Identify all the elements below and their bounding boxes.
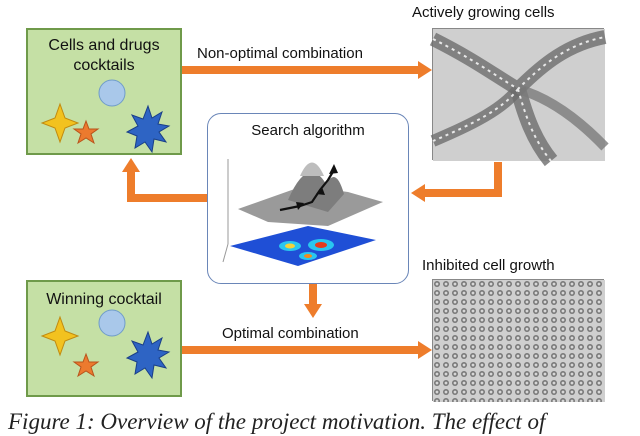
- optimal-label: Optimal combination: [222, 325, 359, 342]
- drug-shapes-bottom: [40, 309, 171, 380]
- heatmap-plane: [230, 226, 376, 266]
- cocktail-box-bottom: Winning cocktail: [26, 280, 182, 397]
- search-path: [279, 169, 335, 212]
- orange-star-icon: [72, 119, 100, 145]
- figure-caption: Figure 1: Overview of the project motiva…: [8, 409, 546, 434]
- arrow-head-left-search: [411, 184, 425, 202]
- search-algorithm-title: Search algorithm: [251, 122, 365, 139]
- cocktail-box-title-line2: cocktails: [73, 57, 135, 74]
- search-algorithm-box: Search algorithm: [207, 113, 409, 284]
- blue-splat-icon: [125, 104, 171, 154]
- yellow-star-icon: [40, 315, 80, 357]
- actively-growing-label: Actively growing cells: [412, 4, 555, 21]
- winning-cocktail-title: Winning cocktail: [46, 291, 162, 308]
- arrow-head-right-bottom: [418, 341, 432, 359]
- blue-circle-icon: [98, 79, 126, 107]
- growing-cells-image: [429, 28, 609, 167]
- cocktail-box-top: Cells and drugs cocktails: [26, 28, 182, 155]
- blue-circle-icon: [98, 309, 126, 337]
- growing-cells-pattern: [429, 29, 609, 167]
- non-optimal-label: Non-optimal combination: [197, 45, 363, 62]
- yellow-star-icon: [40, 102, 80, 144]
- inhibited-cells-image: [432, 279, 605, 402]
- blue-splat-icon: [125, 330, 171, 380]
- arrow-head-down: [304, 304, 322, 318]
- arrow-head-right-top: [418, 61, 432, 79]
- orange-star-icon: [72, 352, 100, 378]
- drug-shapes: [40, 79, 171, 154]
- inhibited-cells-pattern: [433, 280, 605, 402]
- inhibited-growth-label: Inhibited cell growth: [422, 257, 555, 274]
- search-surface-plot: [222, 159, 383, 266]
- cocktail-box-title-line1: Cells and drugs: [48, 37, 160, 54]
- arrow-head-up-box: [122, 158, 140, 172]
